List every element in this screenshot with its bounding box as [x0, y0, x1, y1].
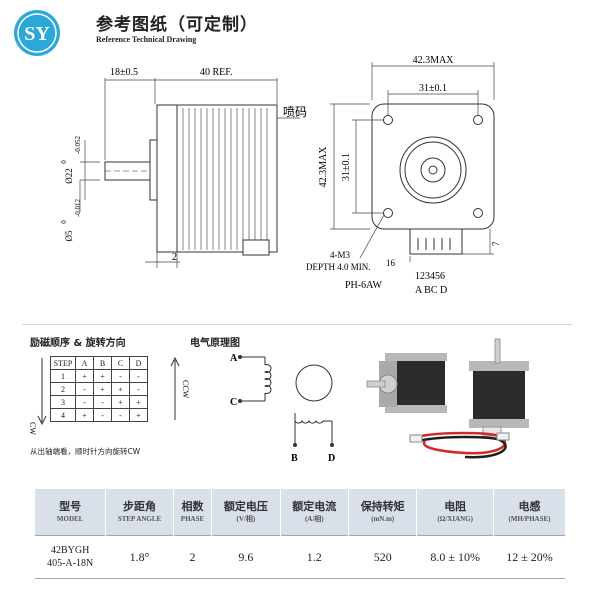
schematic-title: 电气原理图	[190, 338, 240, 349]
dim-flat-dia-tol-upper: 0	[60, 220, 68, 224]
technical-drawing: 18±0.5 40 REF. 喷码 Ø22 0 -0.052 Ø5 0 -0.0…	[60, 55, 501, 296]
connector-pins: 123456	[415, 271, 445, 282]
cable-image	[409, 431, 510, 459]
dim-shaft-length: 18±0.5	[110, 67, 138, 78]
table-row: 4+ -- +	[50, 408, 148, 422]
spec-header: 额定电压(V/相)	[211, 489, 281, 536]
cw-label: CW	[28, 422, 37, 435]
dim-shaft-dia: Ø22	[64, 168, 74, 184]
section-divider	[22, 324, 572, 325]
dim-connector-offset: 16	[386, 258, 396, 268]
dim-screw: 4-M3	[330, 250, 350, 260]
table-row: 2- ++ -	[50, 382, 148, 396]
rotation-arrows: CCW CW	[28, 356, 190, 435]
connector-type: PH-6AW	[345, 280, 383, 291]
schematic-diagram: A C B D	[230, 353, 335, 464]
torque-cell: 520	[347, 535, 417, 579]
dim-hole-spacing-v: 31±0.1	[341, 153, 352, 181]
motor-front-view	[371, 103, 495, 255]
motor-image-right	[469, 338, 529, 437]
sequence-table: STEP A B C D 1+ +- - 2- ++ - 3- -+ + 4+ …	[50, 356, 148, 422]
sy-logo: SY	[14, 10, 60, 56]
dim-width-max: 42.3MAX	[413, 55, 455, 66]
dim-shaft-dia-tol-lower: -0.052	[74, 135, 82, 154]
motor-side-view	[104, 104, 278, 256]
phase-b-label: B	[291, 453, 298, 464]
front-dimension-lines	[330, 62, 495, 262]
label-spray-code: 喷码	[283, 105, 307, 119]
spec-header: 保持转矩(mN.m)	[347, 489, 417, 536]
table-row: 1+ +- -	[50, 369, 148, 383]
dim-height-max: 42.3MAX	[318, 146, 329, 188]
ccw-label: CCW	[181, 380, 190, 399]
voltage-cell: 9.6	[211, 535, 281, 579]
resistance-cell: 8.0 ± 10%	[416, 535, 494, 579]
side-dimension-lines	[79, 78, 300, 268]
sequence-header-row: STEP A B C D	[50, 356, 148, 370]
rotation-note: 从出轴端看，顺时针方向旋转CW	[30, 447, 141, 456]
dim-flange: 2	[172, 252, 177, 263]
phase-cell: 2	[172, 535, 212, 579]
table-cell: +	[129, 408, 148, 422]
motor-photo	[366, 338, 529, 459]
connector-phases: A BC D	[415, 285, 447, 296]
phase-a-label: A	[230, 353, 238, 364]
inductance-cell: 12 ± 20%	[492, 535, 565, 579]
dim-flat-dia-tol-lower: -0.012	[74, 198, 82, 217]
dim-hole-spacing: 31±0.1	[419, 83, 447, 94]
current-cell: 1.2	[279, 535, 349, 579]
dim-shaft-dia-tol-upper: 0	[60, 160, 68, 164]
page-title: 参考图纸（可定制）	[96, 15, 258, 35]
step-angle-cell: 1.8°	[105, 535, 174, 579]
dim-depth: DEPTH 4.0 MIN.	[306, 262, 371, 272]
dim-connector-height: 7	[491, 241, 501, 246]
phase-c-label: C	[230, 397, 237, 408]
page-subtitle: Reference Technical Drawing	[96, 35, 197, 44]
spec-header: 电阻(Ω/XIANG)	[416, 489, 494, 536]
spec-header: 电感(MH/PHASE)	[492, 489, 565, 536]
dim-flat-dia: Ø5	[64, 230, 74, 241]
spec-header: 额定电流(A/相)	[279, 489, 349, 536]
motor-image-left	[366, 353, 447, 413]
dim-body-length: 40 REF.	[200, 67, 233, 78]
phase-d-label: D	[328, 453, 335, 464]
sequence-title: 励磁顺序 & 旋转方向	[30, 338, 126, 349]
svg-text:SY: SY	[24, 23, 50, 45]
table-cell: 4	[50, 408, 76, 422]
